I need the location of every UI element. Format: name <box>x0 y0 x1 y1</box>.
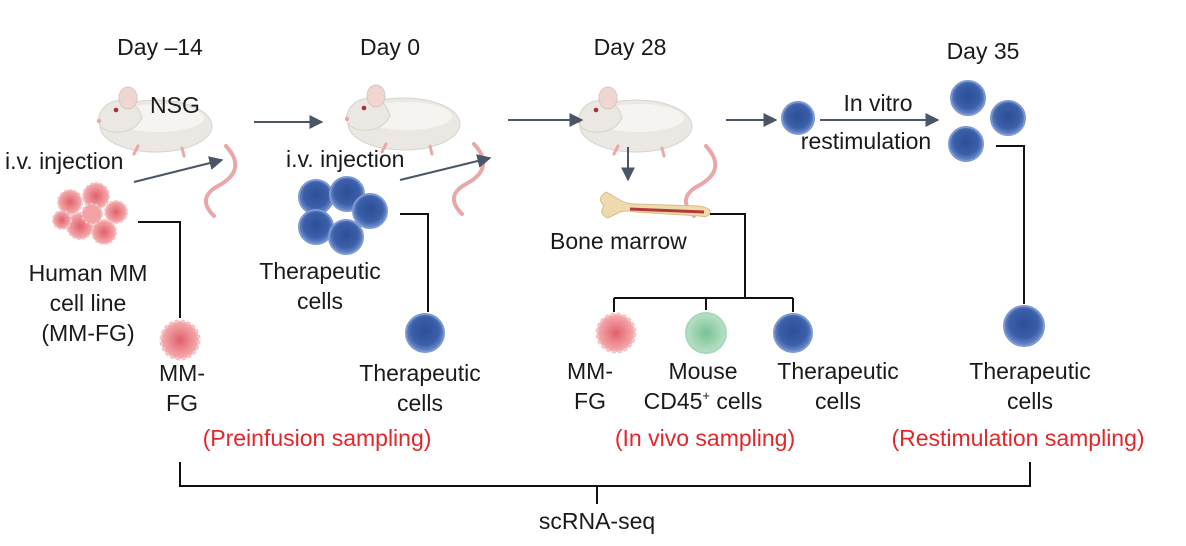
day-label: Day 0 <box>359 34 421 60</box>
sample-label-mmfg: MM- FG <box>567 358 613 414</box>
mouse-icon <box>574 85 718 218</box>
day-label: Day 35 <box>946 38 1020 64</box>
therapeutic-cell-icon <box>773 313 813 353</box>
injection-label: i.v. injection <box>286 146 405 172</box>
mm-cell-icon <box>595 312 637 354</box>
bone-marrow-label: Bone marrow <box>550 228 687 254</box>
therapeutic-cell-icon <box>405 313 445 353</box>
therapeutic-cells-label: Therapeutic cells <box>259 258 381 314</box>
sample-label-therapeutic: Therapeutic cells <box>969 358 1091 414</box>
sampling-label-in-vivo: (In vivo sampling) <box>614 425 796 451</box>
therapeutic-cell-cluster-icon <box>948 80 1026 162</box>
sampling-label-restimulation: (Restimulation sampling) <box>891 425 1145 451</box>
mm-cell-icon <box>159 319 201 361</box>
scrna-seq-label: scRNA-seq <box>538 508 656 534</box>
day-label: Day –14 <box>117 34 203 60</box>
sample-label-therapeutic: Therapeutic cells <box>777 358 899 414</box>
mouse-strain-label: NSG <box>150 92 200 118</box>
connector-lines <box>138 145 1031 504</box>
bone-icon <box>600 191 711 219</box>
sample-label-mmfg: MM- FG <box>159 360 205 416</box>
therapeutic-cell-cluster-icon <box>298 176 388 255</box>
cd45-cell-icon <box>685 312 727 354</box>
therapeutic-cell-icon <box>1003 305 1045 347</box>
restimulation-label: restimulation <box>800 128 932 154</box>
day-label: Day 28 <box>593 34 667 60</box>
therapeutic-cell-icon <box>781 101 815 135</box>
cell-line-label: Human MM cell line (MM-FG) <box>28 260 148 346</box>
sample-label-cd45: Mouse CD45+ cells <box>643 358 763 414</box>
injection-label: i.v. injection <box>5 148 124 174</box>
arrow-injection-2 <box>399 154 492 181</box>
in-vitro-label: In vitro <box>843 90 913 116</box>
arrow-injection-1 <box>133 156 224 183</box>
sample-label-therapeutic: Therapeutic cells <box>359 360 481 416</box>
sampling-label-preinfusion: (Preinfusion sampling) <box>202 425 432 451</box>
mm-cell-cluster-icon <box>52 182 128 245</box>
